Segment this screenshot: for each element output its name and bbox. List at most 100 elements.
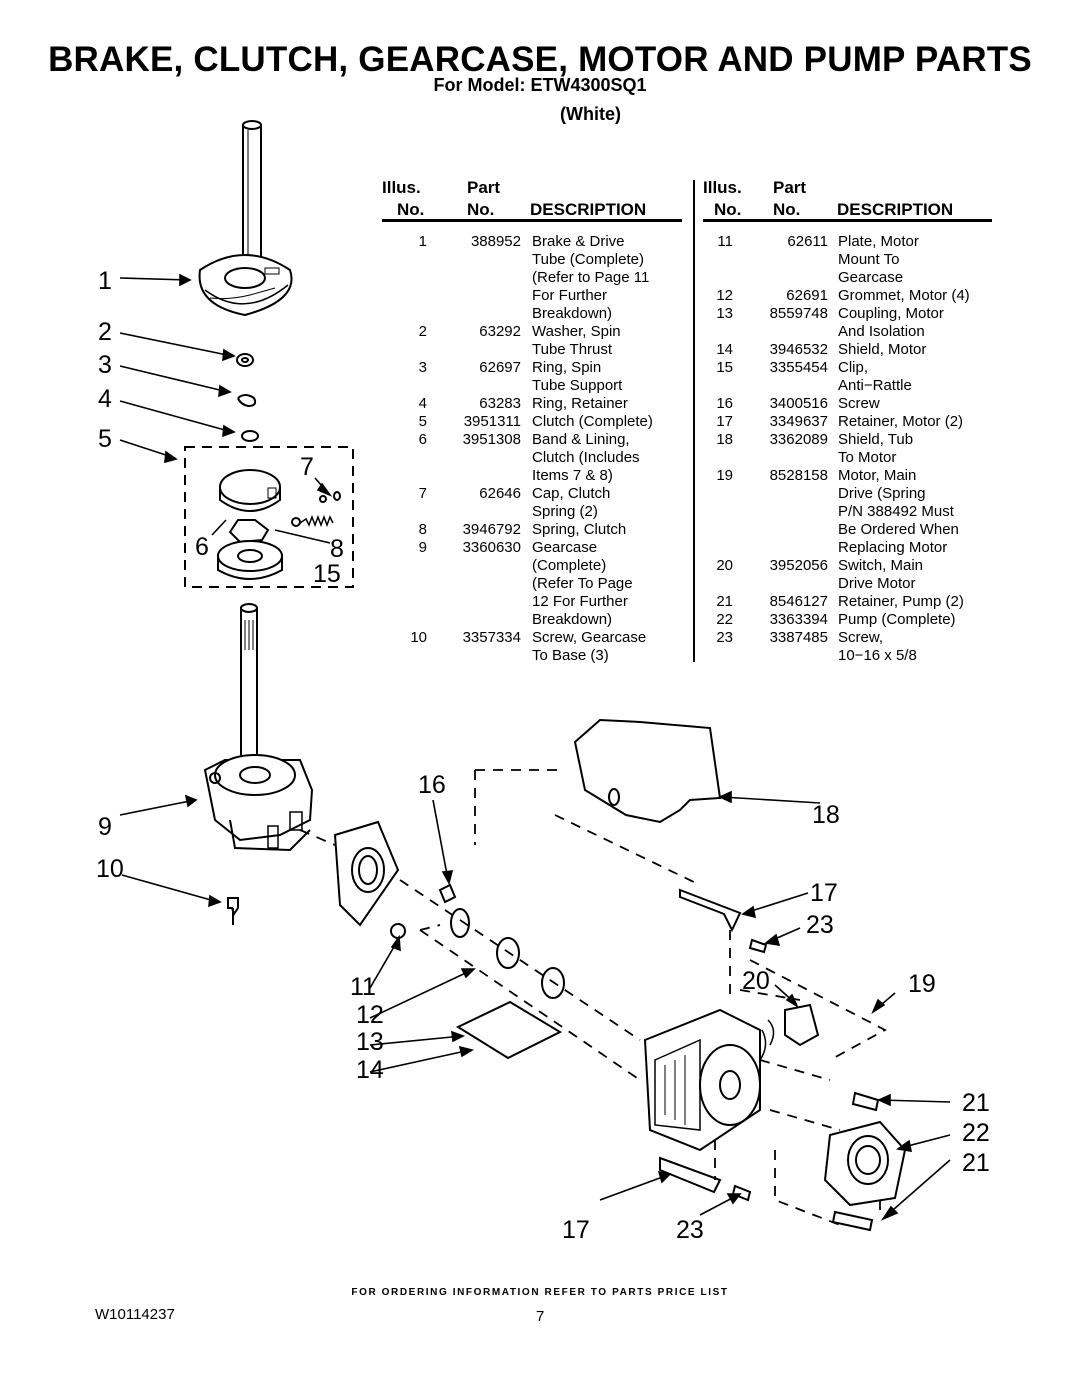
part-description: Be Ordered When [838,521,959,538]
part-number: 63283 [479,395,521,412]
part-description: For Further [532,287,608,304]
part-description: To Base (3) [532,647,609,664]
part-number: 3952056 [769,557,828,574]
part-description: Cap, Clutch [532,485,611,502]
column-divider [693,180,695,662]
part-description: Band & Lining, [532,431,630,448]
callout-22: 22 [962,1119,990,1147]
part-number: 388952 [470,233,521,250]
illus-number: 12 [716,287,733,304]
part-description: Anti−Rattle [838,377,912,394]
illus-number: 10 [410,629,427,646]
part-number: 3357334 [462,629,521,646]
part-description: Shield, Motor [838,341,927,358]
part-number: 3946532 [769,341,828,358]
part-description: Screw [838,395,880,412]
header-part: Part [467,178,501,197]
part-description: Clip, [838,359,869,376]
illus-number: 14 [716,341,733,358]
callout-1: 1 [98,267,112,295]
part-description: P/N 388492 Must [838,503,954,520]
illus-number: 4 [418,395,427,412]
callout-21-bottom: 21 [962,1149,990,1177]
part-description: Gearcase [532,539,598,556]
callout-7: 7 [300,453,314,481]
callout-17-top: 17 [810,879,838,907]
part-description: Brake & Drive [532,233,625,250]
part-number: 3951308 [462,431,521,448]
part-number: 3363394 [769,611,828,628]
part-description: Plate, Motor [838,233,919,250]
illus-number: 11 [717,233,733,250]
callout-14: 14 [356,1056,384,1084]
illus-number: 9 [418,539,427,556]
callout-11: 11 [350,973,376,1001]
illus-number: 7 [418,485,427,502]
page-title: BRAKE, CLUTCH, GEARCASE, MOTOR AND PUMP … [48,40,1032,79]
callout-3: 3 [98,351,112,379]
callout-2: 2 [98,318,112,346]
part-description: Shield, Tub [838,431,914,448]
part-number: 3355454 [769,359,828,376]
part-description: Items 7 & 8) [532,467,613,484]
color-line: (White) [560,104,621,124]
part-number: 3360630 [462,539,521,556]
part-description: Tube Support [532,377,623,394]
part-description: Ring, Spin [532,359,602,376]
illus-number: 3 [418,359,427,376]
callout-5: 5 [98,425,112,453]
part-description: Clutch (Complete) [532,413,653,430]
illus-number: 16 [716,395,733,412]
part-description: Retainer, Motor (2) [838,413,964,430]
page-number: 7 [536,1308,545,1325]
part-number: 3349637 [769,413,828,430]
part-description: Breakdown) [532,611,613,628]
part-description: To Motor [838,449,897,466]
part-description: 12 For Further [532,593,628,610]
part-description: (Refer To Page [532,575,633,592]
header-part-no: No. [467,200,495,219]
part-description: Grommet, Motor (4) [838,287,970,304]
illus-number: 17 [716,413,733,430]
illus-number: 15 [716,359,733,376]
part-description: Tube Thrust [532,341,613,358]
callout-16: 16 [418,771,446,799]
callout-23-bottom: 23 [676,1216,704,1244]
header-illus-no: No. [397,200,425,219]
part-description: 10−16 x 5/8 [838,647,917,664]
callout-17-bottom: 17 [562,1216,590,1244]
illus-number: 1 [418,233,427,250]
header-description: DESCRIPTION [530,200,647,219]
part-description: Mount To [838,251,900,268]
part-number: 62611 [787,233,828,250]
part-number: 3362089 [769,431,828,448]
part-description: Tube (Complete) [532,251,644,268]
illus-number: 2 [418,323,427,340]
illus-number: 8 [418,521,427,538]
illus-number: 20 [716,557,733,574]
callout-13: 13 [356,1028,384,1056]
illus-number: 18 [716,431,733,448]
part-description: Drive Motor [838,575,916,592]
header-illus-no: No. [714,200,742,219]
callout-10: 10 [96,855,124,883]
header-part-no: No. [773,200,801,219]
callout-8: 8 [330,535,344,563]
part-number: 62646 [479,485,521,502]
part-description: Breakdown) [532,305,613,322]
part-number: 62697 [479,359,521,376]
model-line: For Model: ETW4300SQ1 [433,75,647,95]
callout-19: 19 [908,970,936,998]
part-description: Clutch (Includes [532,449,640,466]
part-number: 3951311 [463,413,521,430]
part-number: 3946792 [462,521,521,538]
part-description: Pump (Complete) [838,611,956,628]
ordering-footer: FOR ORDERING INFORMATION REFER TO PARTS … [351,1287,729,1298]
illus-number: 13 [716,305,733,322]
part-number: 8528158 [769,467,828,484]
callout-6: 6 [195,533,209,561]
part-description: And Isolation [838,323,925,340]
illus-number: 21 [716,593,733,610]
part-description: Gearcase [838,269,904,286]
